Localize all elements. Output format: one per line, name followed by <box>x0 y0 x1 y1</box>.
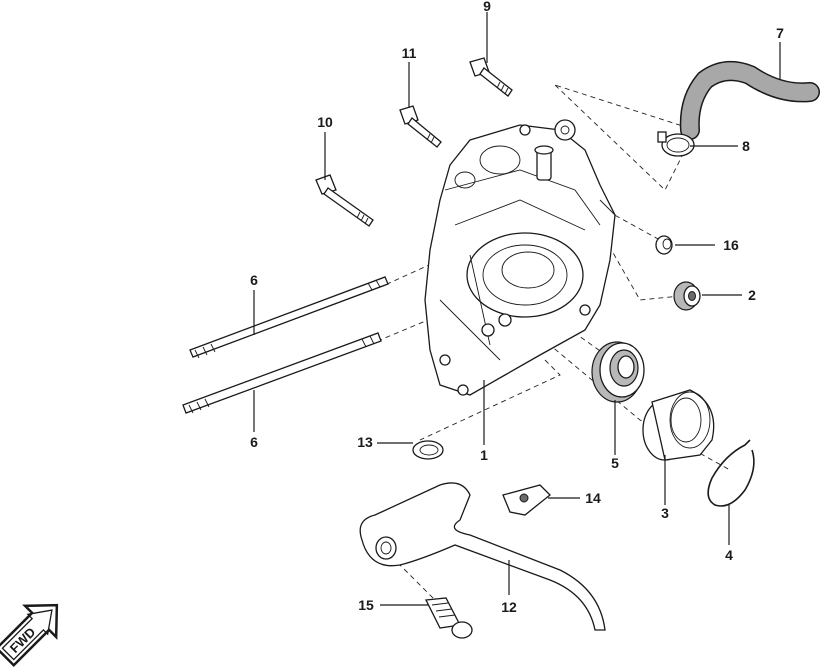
callout-7: 7 <box>776 25 784 41</box>
crankcase-cover-part-1 <box>424 119 616 396</box>
bushing-part-2 <box>673 281 701 311</box>
oil-seal-part-5 <box>591 341 645 403</box>
clip-part-14 <box>502 484 551 516</box>
callout-5: 5 <box>611 455 619 471</box>
bearing-part-3 <box>642 389 715 461</box>
stud-bolt-part-6-upper <box>189 276 389 359</box>
stud-bolt-part-6-lower <box>182 332 382 414</box>
hose-part-7 <box>679 61 820 140</box>
callout-2: 2 <box>748 287 756 303</box>
callout-14: 14 <box>585 490 601 506</box>
bolt-part-11 <box>399 105 442 148</box>
callout-11: 11 <box>402 45 417 61</box>
callout-13: 13 <box>357 434 373 450</box>
callout-12: 12 <box>501 599 517 615</box>
callout-16: 16 <box>723 237 739 253</box>
forward-direction-badge: FWD <box>0 603 59 668</box>
callout-1: 1 <box>480 447 488 463</box>
hose-clamp-part-8 <box>657 131 695 157</box>
snap-ring-part-4 <box>707 439 755 507</box>
washer-part-13 <box>412 440 444 460</box>
callout-6-upper: 6 <box>250 272 258 288</box>
fitting-part-16 <box>655 235 673 255</box>
callout-6-lower: 6 <box>250 434 258 450</box>
screw-part-15 <box>424 597 473 639</box>
callout-3: 3 <box>661 505 669 521</box>
callout-15: 15 <box>358 597 374 613</box>
callout-8: 8 <box>742 138 750 154</box>
bolt-part-10 <box>315 174 374 227</box>
callout-labels: 1 2 3 4 5 6 6 7 8 9 10 11 12 13 14 15 16 <box>250 0 784 615</box>
callout-9: 9 <box>483 0 491 14</box>
bracket-part-12 <box>359 482 606 631</box>
bolt-part-9 <box>469 57 513 97</box>
callout-10: 10 <box>317 114 333 130</box>
callout-4: 4 <box>725 547 733 563</box>
